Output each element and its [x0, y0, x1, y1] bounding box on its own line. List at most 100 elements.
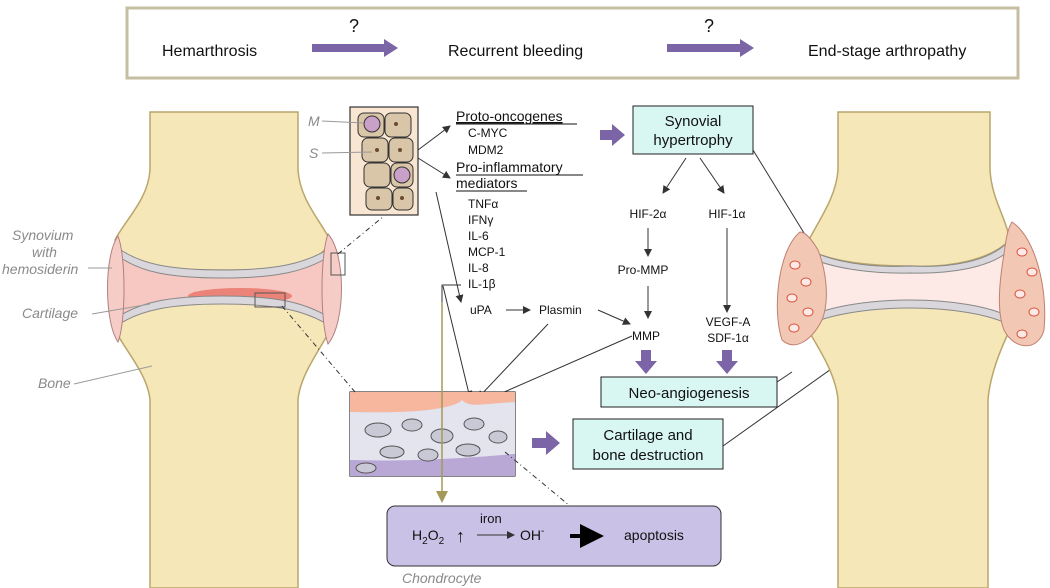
- proto-oncogenes-title: Proto-oncogenes: [456, 108, 563, 124]
- cartilage-inset-synovial-fluid: [350, 392, 515, 413]
- iron-deposit-dot: [398, 148, 402, 152]
- healthy-cartilage-callout-box: [254, 292, 286, 308]
- arrow-lesion-to-destruction: [532, 431, 560, 455]
- chondrocyte-cell: [364, 422, 392, 438]
- node-vegf: VEGF-A: [706, 315, 751, 329]
- synovial-vessel: [802, 307, 814, 317]
- synovium-cell-inset: [349, 106, 419, 216]
- synovial-vessel: [786, 293, 798, 303]
- synovial-hypertrophy-line2: hypertrophy: [653, 132, 733, 149]
- synovial-vessel: [1026, 267, 1038, 277]
- cartilage-zoom-line-top: [281, 305, 356, 393]
- banner-arrow-2: [667, 39, 754, 57]
- synovium-cell: [384, 112, 412, 138]
- healthy-joint: [107, 111, 346, 588]
- proto-item-cmyc: C-MYC: [468, 126, 508, 140]
- banner-question-1: ?: [349, 16, 359, 36]
- banner-step-recurrent-bleeding: Recurrent bleeding: [448, 43, 583, 60]
- arrow-mmp-to-lesion: [485, 335, 633, 401]
- healthy-joint-space: [116, 250, 332, 322]
- iron-label: iron: [480, 511, 502, 526]
- chondrocyte-cell: [379, 445, 405, 459]
- chondrocyte-cell: [417, 448, 439, 462]
- mediator-ifng: IFNγ: [468, 213, 493, 227]
- cartilage-destruction-line1: Cartilage and: [603, 427, 692, 444]
- macrophage-cell: [393, 166, 411, 184]
- mediator-tnfa: TNFα: [468, 197, 498, 211]
- iron-deposit-dot: [375, 148, 379, 152]
- h2o2-increase-arrow: ↑: [456, 526, 465, 546]
- arthropathic-joint: [776, 111, 1046, 588]
- oh-label: OH-: [520, 526, 544, 543]
- arrow-to-proto: [417, 125, 451, 151]
- arrow-mmp-to-neo: [635, 350, 657, 374]
- synovial-vessel: [1016, 247, 1028, 257]
- healthy-synovium-left: [107, 234, 125, 344]
- arrow-pro-to-upa: [435, 191, 464, 303]
- mediator-il6: IL-6: [468, 229, 489, 243]
- h2o2-label: H2O2: [412, 527, 445, 547]
- cartilage-inset: [349, 391, 516, 477]
- proto-item-mdm2: MDM2: [468, 143, 504, 157]
- synovial-vessel: [800, 277, 812, 287]
- banner-step-hemarthrosis: Hemarthrosis: [162, 43, 257, 60]
- synovial-vessel: [1028, 307, 1040, 317]
- cartilage-destruction-box: [572, 418, 724, 470]
- synovial-vessel: [1014, 289, 1026, 299]
- iron-deposit-dot: [376, 196, 380, 200]
- cartilage-destruction-line2: bone destruction: [593, 447, 704, 464]
- synovium-cell: [363, 162, 391, 188]
- cartilage-inset-subchondral: [350, 454, 515, 476]
- label-chondrocyte: Chondrocyte: [402, 570, 482, 586]
- apoptosis-box: [386, 505, 722, 567]
- node-mmp: MMP: [632, 329, 660, 343]
- arrow-to-hif1: [699, 157, 725, 194]
- synovial-hypertrophy-box: [632, 105, 754, 155]
- label-m: M: [308, 113, 320, 129]
- synovial-vessel: [1016, 329, 1028, 339]
- arrow-il1b-to-lesion: [441, 284, 461, 302]
- label-m-leader: [321, 120, 365, 124]
- node-hif1: HIF-1α: [709, 207, 746, 221]
- label-s: S: [309, 145, 319, 161]
- label-synovium-2: with: [32, 244, 57, 260]
- label-bone: Bone: [38, 375, 71, 391]
- node-plasmin: Plasmin: [539, 303, 582, 317]
- banner-arrow-1: [312, 39, 398, 57]
- diseased-synovium-right: [998, 221, 1046, 347]
- node-upa: uPA: [470, 303, 492, 317]
- diseased-bone-upper: [804, 111, 1011, 268]
- arrow-vegf-to-neo: [716, 350, 738, 374]
- neo-to-right-joint: [776, 371, 793, 383]
- apoptosis-label: apoptosis: [624, 527, 684, 543]
- label-cartilage-leader: [91, 303, 151, 315]
- chondrocyte-cell: [488, 430, 508, 444]
- node-hif2: HIF-2α: [630, 207, 667, 221]
- label-synovium-1: Synovium: [12, 227, 74, 243]
- chondrocyte-cell: [455, 443, 481, 457]
- banner-step-end-stage: End-stage arthropathy: [808, 43, 966, 60]
- diseased-synovium-left: [776, 231, 827, 346]
- arrow-plasmin-mmp: [597, 309, 631, 325]
- diseased-bone-lower: [803, 304, 1013, 588]
- iron-deposit-dot: [394, 122, 398, 126]
- neo-angiogenesis-box: [600, 376, 778, 408]
- synovial-vessel: [789, 260, 801, 270]
- synovium-zoom-line: [337, 215, 385, 255]
- chondrocyte-cell: [401, 418, 423, 432]
- label-cartilage: Cartilage: [22, 305, 78, 321]
- healthy-synovium-right: [321, 233, 342, 345]
- arrow-to-proinflam: [417, 157, 451, 179]
- proinflam-title-2: mediators: [456, 175, 517, 191]
- chondrocyte-cell: [463, 417, 485, 431]
- healthy-bone-upper: [114, 111, 331, 271]
- healthy-bone-lower: [114, 299, 331, 588]
- banner-box: [125, 6, 1020, 80]
- node-pro-mmp: Pro-MMP: [618, 263, 669, 277]
- macrophage-cell: [363, 115, 381, 133]
- mediator-il1b: IL-1β: [468, 277, 496, 291]
- mediator-mcp1: MCP-1: [468, 245, 506, 259]
- arrow-proto-to-hypertrophy: [600, 124, 625, 146]
- proinflam-title-1: Pro-inflammatory: [456, 159, 563, 175]
